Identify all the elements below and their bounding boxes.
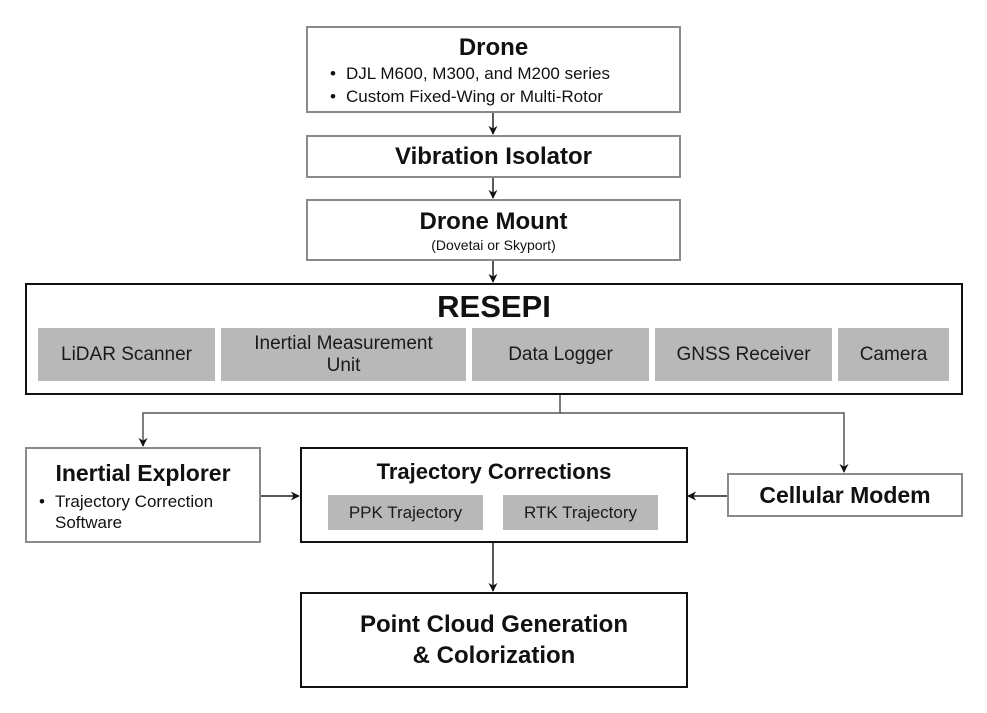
point-cloud-title-line1: Point Cloud Generation <box>360 611 628 638</box>
trajectory-corrections-title: Trajectory Corrections <box>376 459 612 484</box>
drone-bullet: Custom Fixed-Wing or Multi-Rotor <box>330 85 679 108</box>
drone-mount-title: Drone Mount <box>419 208 568 235</box>
edge-datalogger-to-cellular-modem <box>560 412 849 473</box>
component-gnss-receiver: GNSS Receiver <box>655 328 832 381</box>
component-lidar-scanner: LiDAR Scanner <box>38 328 215 381</box>
component-data-logger: Data Logger <box>472 328 649 381</box>
component-imu: Inertial Measurement Unit <box>221 328 466 381</box>
drone-bullet: DJL M600, M300, and M200 series <box>330 62 679 85</box>
inertial-explorer-title: Inertial Explorer <box>55 460 231 486</box>
node-cellular-modem: Cellular Modem <box>727 473 963 517</box>
inertial-explorer-bullet-list: Trajectory Correction Software <box>39 491 259 533</box>
node-inertial-explorer: Inertial Explorer Trajectory Correction … <box>25 447 261 543</box>
vibration-isolator-title: Vibration Isolator <box>395 142 592 170</box>
component-camera: Camera <box>838 328 949 381</box>
node-drone: Drone DJL M600, M300, and M200 series Cu… <box>306 26 681 113</box>
drone-mount-subtitle: (Dovetai or Skyport) <box>431 237 556 253</box>
inertial-explorer-bullet: Trajectory Correction Software <box>39 491 259 533</box>
drone-bullet-list: DJL M600, M300, and M200 series Custom F… <box>330 62 679 108</box>
cellular-modem-title: Cellular Modem <box>759 481 931 508</box>
point-cloud-title-line2: & Colorization <box>412 642 576 669</box>
node-drone-mount: Drone Mount (Dovetai or Skyport) <box>306 199 681 261</box>
component-ppk-trajectory: PPK Trajectory <box>328 495 483 530</box>
node-vibration-isolator: Vibration Isolator <box>306 135 681 178</box>
resepi-title: RESEPI <box>437 289 551 324</box>
drone-title: Drone <box>458 34 529 61</box>
component-rtk-trajectory: RTK Trajectory <box>503 495 658 530</box>
node-point-cloud: Point Cloud Generation & Colorization <box>300 592 688 688</box>
edge-datalogger-to-inertial-explorer <box>138 381 561 447</box>
